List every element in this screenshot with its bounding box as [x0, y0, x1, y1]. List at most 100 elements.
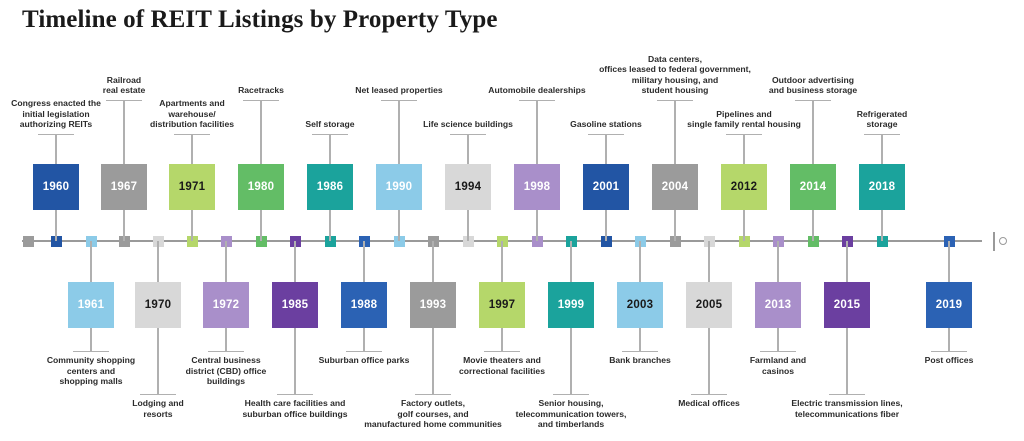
year-box[interactable]: 1999	[548, 282, 594, 328]
year-box[interactable]: 1960	[33, 164, 79, 210]
event-label: Refrigerated storage	[856, 108, 908, 130]
event-label: Medical offices	[678, 398, 740, 408]
timeline-marker[interactable]	[738, 236, 750, 247]
timeline-marker[interactable]	[324, 236, 336, 247]
label-leader-bar	[415, 394, 451, 396]
label-leader-bar	[346, 351, 382, 353]
label-leader-line	[90, 328, 92, 351]
timeline-marker[interactable]	[807, 236, 819, 247]
year-box[interactable]: 1993	[410, 282, 456, 328]
timeline-marker[interactable]	[462, 236, 474, 247]
year-box[interactable]: 1986	[307, 164, 353, 210]
year-box[interactable]: 1972	[203, 282, 249, 328]
event-label: Community shopping centers and shopping …	[46, 355, 136, 387]
label-leader-bar	[277, 394, 313, 396]
year-box[interactable]: 2005	[686, 282, 732, 328]
year-box[interactable]: 2013	[755, 282, 801, 328]
label-leader-line	[467, 134, 469, 164]
year-box[interactable]: 2012	[721, 164, 767, 210]
event-label: Factory outlets, golf courses, and manuf…	[364, 398, 502, 430]
axis-end-circle-icon	[999, 237, 1007, 245]
label-leader-bar	[760, 351, 796, 353]
year-box[interactable]: 1970	[135, 282, 181, 328]
event-label: Health care facilities and suburban offi…	[242, 398, 348, 419]
event-label: Lodging and resorts	[132, 398, 184, 419]
label-leader-line	[570, 328, 572, 394]
label-leader-line	[329, 134, 331, 164]
timeline-marker[interactable]	[600, 236, 612, 247]
label-leader-line	[191, 134, 193, 164]
label-leader-line	[432, 328, 434, 394]
label-leader-bar	[622, 351, 658, 353]
event-label: Net leased properties	[355, 85, 443, 96]
event-label: Farmland and casinos	[749, 355, 807, 376]
page-title: Timeline of REIT Listings by Property Ty…	[22, 6, 498, 33]
year-box[interactable]: 1990	[376, 164, 422, 210]
label-leader-bar	[73, 351, 109, 353]
event-label: Gasoline stations	[570, 119, 642, 130]
label-leader-line	[777, 328, 779, 351]
event-label: Central business district (CBD) office b…	[185, 355, 267, 387]
event-label: Self storage	[305, 119, 355, 130]
event-label: Apartments and warehouse/ distribution f…	[149, 98, 235, 130]
label-leader-line	[55, 134, 57, 164]
label-leader-line	[536, 100, 538, 164]
label-leader-bar	[931, 351, 967, 353]
event-label: Racetracks	[238, 85, 284, 96]
year-box[interactable]: 2001	[583, 164, 629, 210]
year-box[interactable]: 2004	[652, 164, 698, 210]
axis-end-tick	[993, 232, 995, 251]
year-box[interactable]: 2014	[790, 164, 836, 210]
event-label: Automobile dealerships	[488, 85, 586, 96]
label-leader-line	[674, 100, 676, 164]
year-box[interactable]: 1961	[68, 282, 114, 328]
timeline-marker[interactable]	[669, 236, 681, 247]
label-leader-line	[501, 328, 503, 351]
label-leader-line	[881, 134, 883, 164]
year-box[interactable]: 2019	[926, 282, 972, 328]
event-label: Post offices	[924, 355, 974, 365]
event-label: Congress enacted the initial legislation…	[11, 98, 101, 130]
timeline-marker[interactable]	[393, 236, 405, 247]
year-box[interactable]: 2015	[824, 282, 870, 328]
label-leader-bar	[484, 351, 520, 353]
event-label: Senior housing, telecommunication towers…	[515, 398, 627, 430]
event-label: Pipelines and single family rental housi…	[687, 108, 801, 130]
timeline-marker	[22, 236, 34, 247]
timeline-marker[interactable]	[876, 236, 888, 247]
label-leader-bar	[553, 394, 589, 396]
year-box[interactable]: 1980	[238, 164, 284, 210]
label-leader-line	[605, 134, 607, 164]
label-leader-line	[639, 328, 641, 351]
label-leader-bar	[829, 394, 865, 396]
label-leader-line	[260, 100, 262, 164]
year-box[interactable]: 1988	[341, 282, 387, 328]
label-leader-line	[398, 100, 400, 164]
timeline-marker[interactable]	[118, 236, 130, 247]
label-leader-bar	[691, 394, 727, 396]
year-box[interactable]: 1994	[445, 164, 491, 210]
label-leader-bar	[208, 351, 244, 353]
year-box[interactable]: 1985	[272, 282, 318, 328]
timeline-marker[interactable]	[531, 236, 543, 247]
timeline-marker[interactable]	[255, 236, 267, 247]
event-label: Movie theaters and correctional faciliti…	[459, 355, 545, 376]
label-leader-line	[846, 328, 848, 394]
event-label: Railroad real estate	[102, 74, 146, 96]
label-leader-bar	[140, 394, 176, 396]
label-leader-line	[225, 328, 227, 351]
label-leader-line	[743, 134, 745, 164]
timeline-marker[interactable]	[186, 236, 198, 247]
year-box[interactable]: 2018	[859, 164, 905, 210]
year-box[interactable]: 1967	[101, 164, 147, 210]
year-box[interactable]: 1997	[479, 282, 525, 328]
year-box[interactable]: 2003	[617, 282, 663, 328]
year-box[interactable]: 1971	[169, 164, 215, 210]
timeline-marker[interactable]	[50, 236, 62, 247]
event-label: Bank branches	[609, 355, 671, 365]
label-leader-line	[157, 328, 159, 394]
label-leader-line	[708, 328, 710, 394]
event-label: Suburban office parks	[318, 355, 410, 365]
year-box[interactable]: 1998	[514, 164, 560, 210]
